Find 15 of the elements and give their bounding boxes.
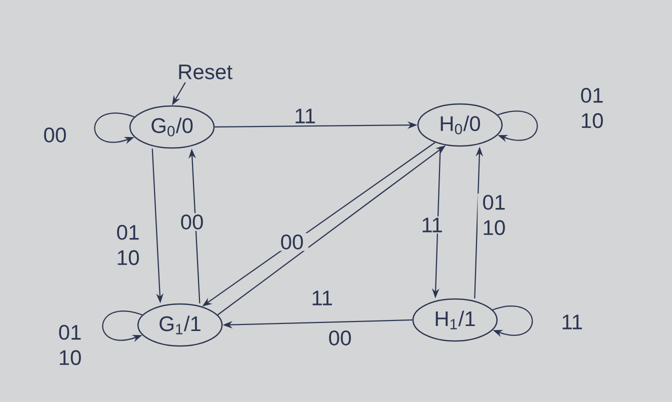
edge-label: 00 <box>176 213 208 231</box>
reset-label: Reset <box>179 64 232 80</box>
edge-label: 11 <box>556 313 588 331</box>
edge-label: 11 <box>288 107 322 125</box>
edge-label: 01 10 <box>54 323 86 366</box>
arrow <box>492 306 533 337</box>
edge-label: 00 <box>38 126 72 144</box>
edge-label: 01 10 <box>576 86 608 130</box>
edge-label: 01 10 <box>112 223 144 266</box>
edge-label: 00 <box>276 233 308 251</box>
edge-label: 01 10 <box>478 193 510 237</box>
arrow <box>498 110 538 142</box>
edge-label: 11 <box>306 289 338 307</box>
edge-label: 11 <box>416 216 448 234</box>
edge-label: 00 <box>324 329 356 347</box>
